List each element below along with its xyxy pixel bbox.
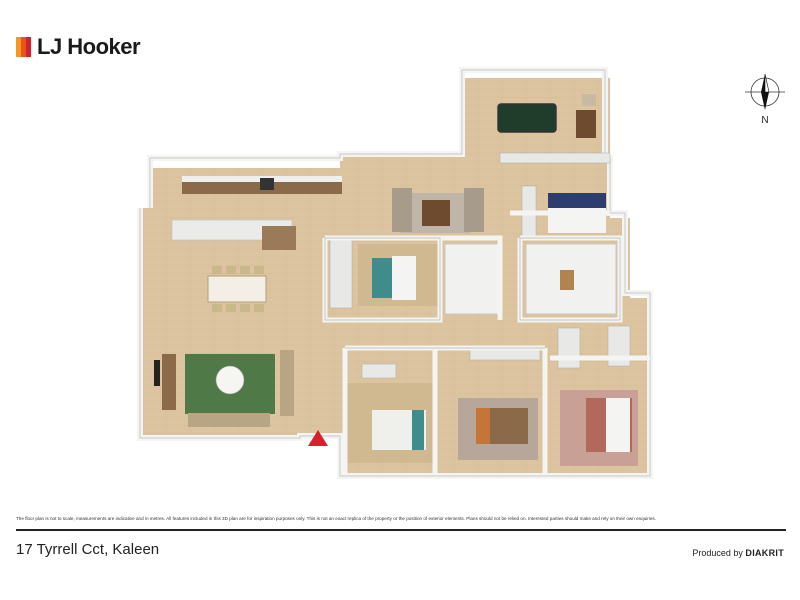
disclaimer-text: The floor plan is not to scale, measurem… — [16, 516, 656, 521]
produced-by: Produced by DIAKRIT — [692, 548, 784, 558]
billiard-room — [497, 94, 611, 164]
logo-mark-icon — [16, 37, 31, 57]
dining-table — [207, 266, 267, 312]
footer-divider — [16, 529, 786, 531]
entry-marker-icon — [308, 430, 328, 446]
bedroom-teal — [329, 237, 438, 309]
produced-prefix: Produced by — [692, 548, 746, 558]
kitchen-counter — [171, 176, 342, 250]
property-address: 17 Tyrrell Cct, Kaleen — [16, 541, 160, 558]
compass-label: N — [761, 115, 768, 126]
brand-logo[interactable]: LJ Hooker — [16, 34, 141, 60]
bedroom-master — [557, 325, 638, 466]
bedroom-lower-left — [345, 363, 435, 463]
floor-plan-3d — [137, 67, 653, 479]
bathrooms — [444, 243, 617, 315]
brand-name: LJ Hooker — [37, 34, 141, 59]
family-room — [392, 188, 484, 233]
producer-name: DIAKRIT — [745, 548, 784, 558]
bedroom-lower-middle — [458, 347, 541, 460]
compass-north-icon: N — [745, 73, 785, 126]
living-area — [154, 350, 294, 427]
